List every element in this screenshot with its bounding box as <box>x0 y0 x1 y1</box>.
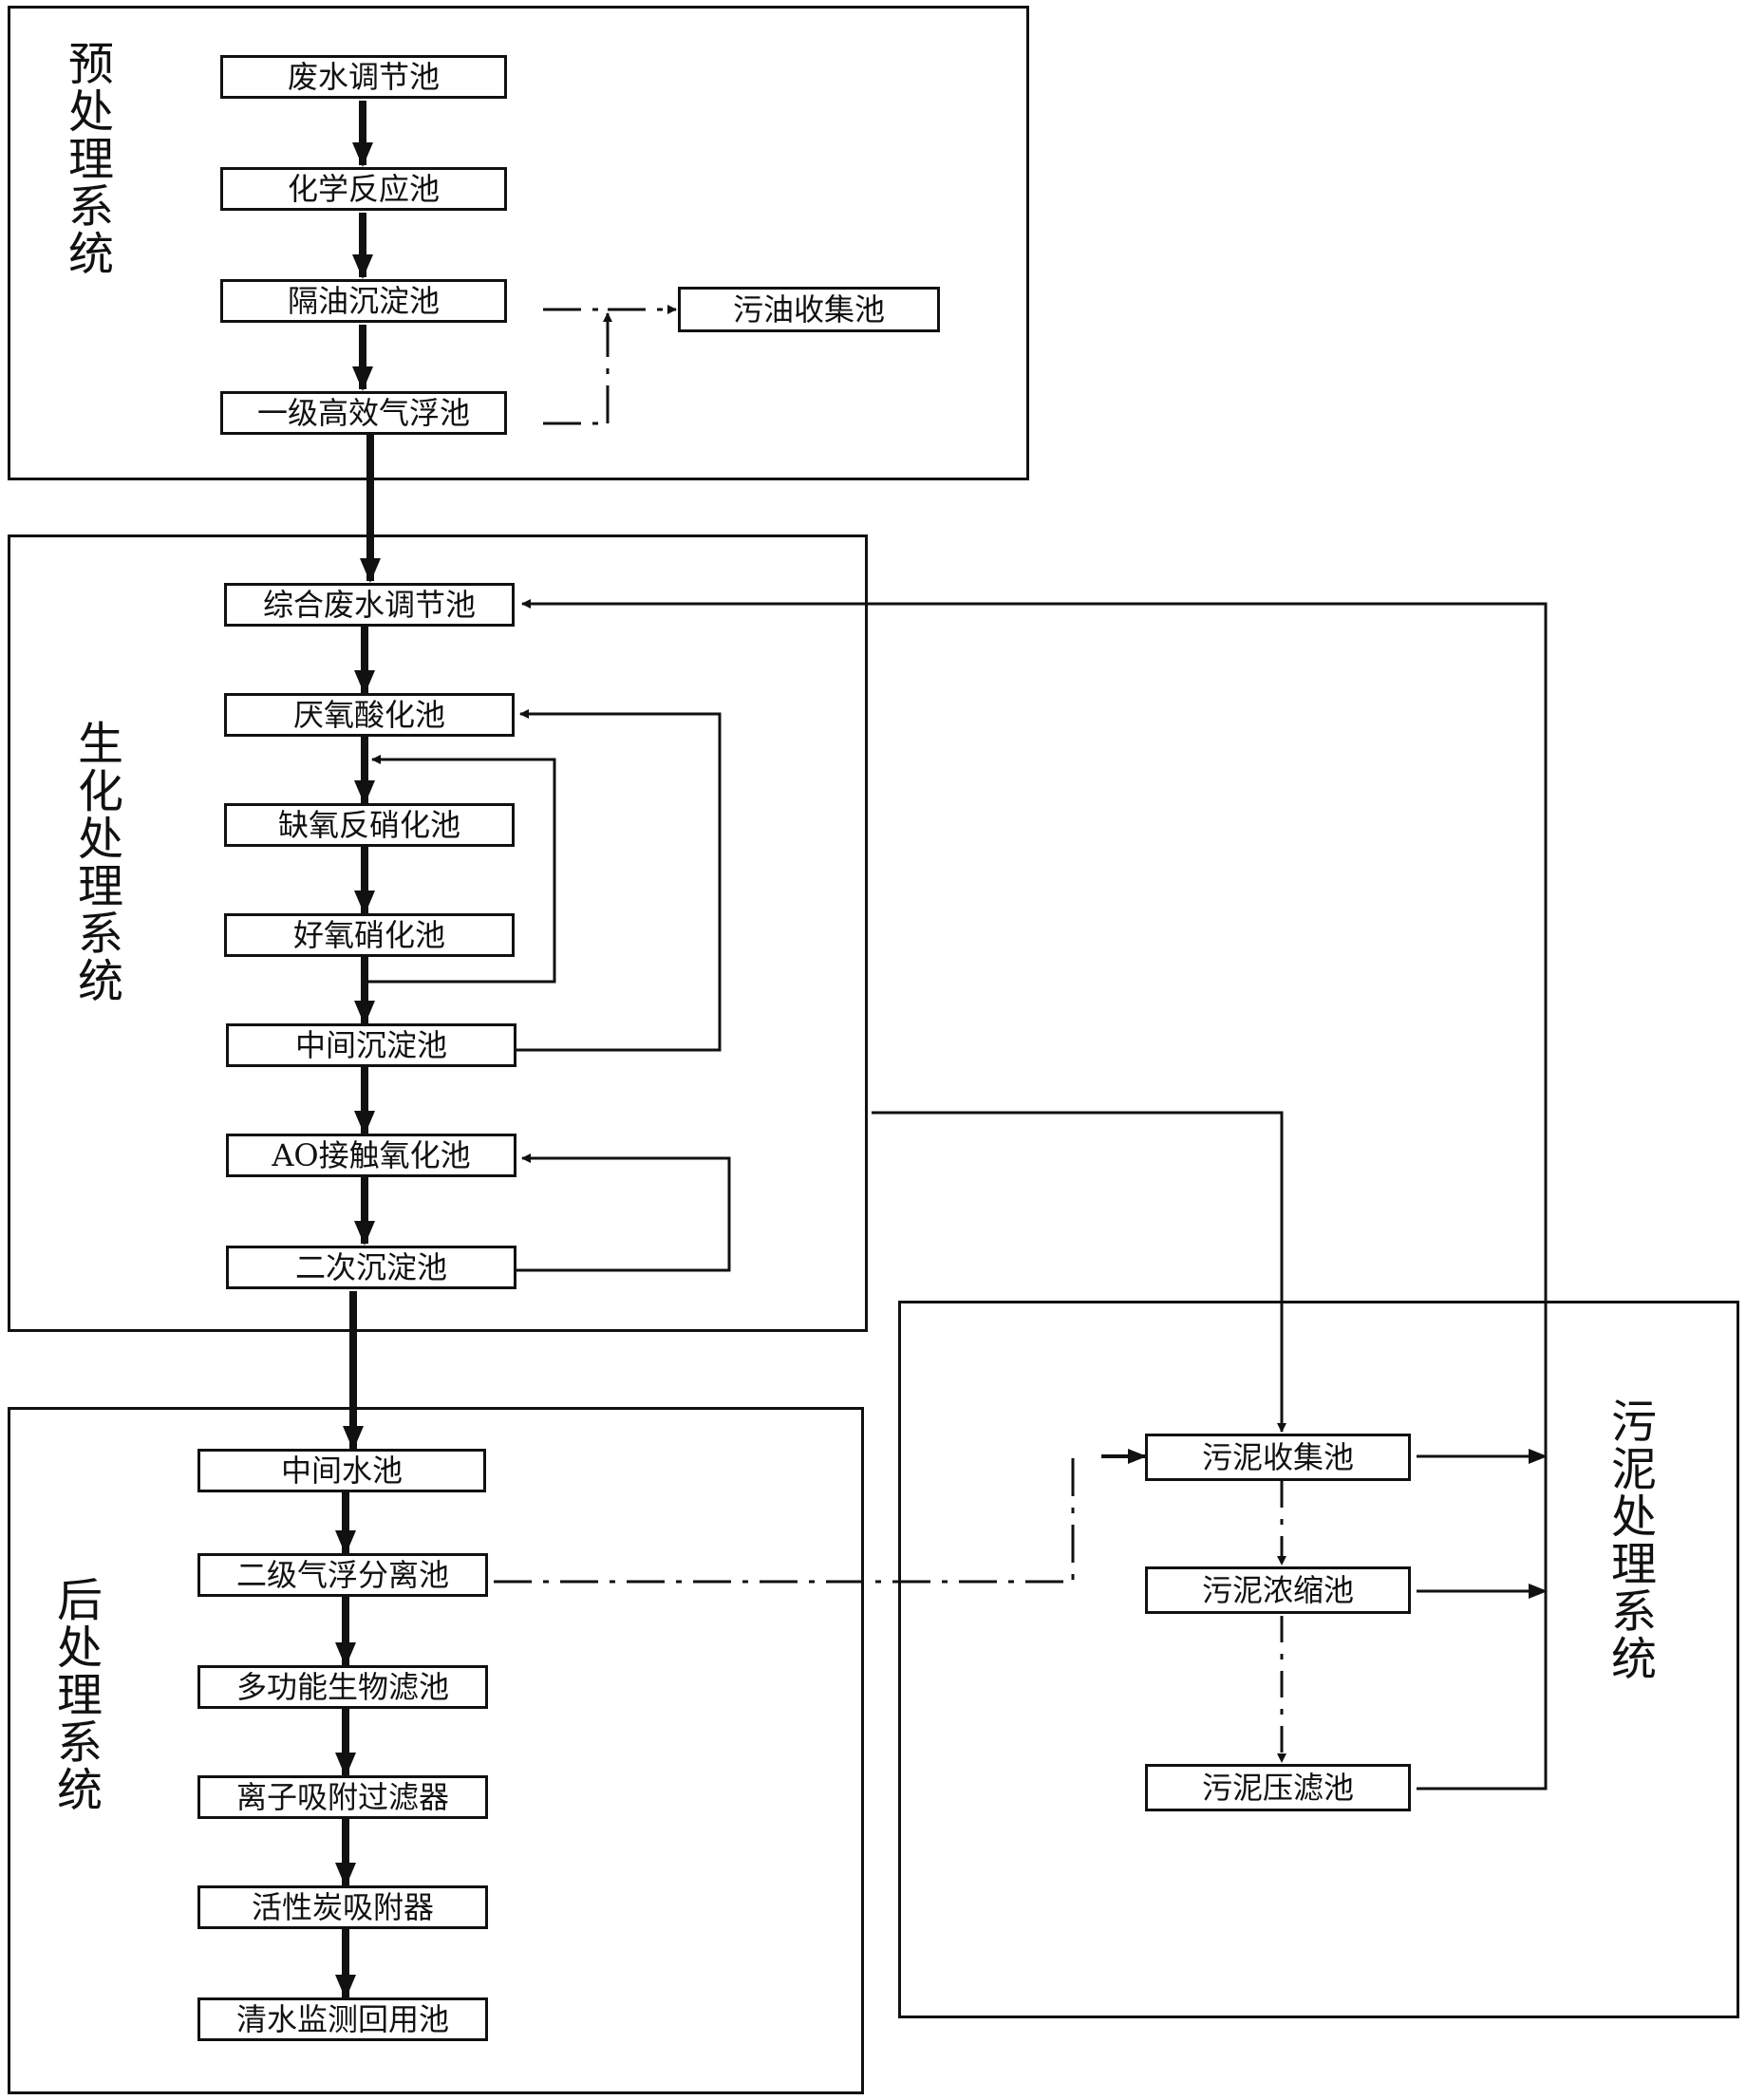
line-bio-to-sludgecol <box>872 1111 1286 1433</box>
node-waste-regulation: 废水调节池 <box>220 55 507 99</box>
node-intermediate-settling: 中间沉淀池 <box>226 1023 516 1067</box>
node-sludge-thickening: 污泥浓缩池 <box>1145 1566 1411 1614</box>
post-treatment-group <box>8 1407 864 2094</box>
loop-secset-to-ao <box>515 1153 731 1272</box>
loop-oxic-to-anox <box>365 755 556 984</box>
node-ion-adsorption: 离子吸附过滤器 <box>197 1775 488 1819</box>
sludge-title: 污泥处理系统 <box>1603 1397 1656 1682</box>
node-anoxic: 缺氧反硝化池 <box>224 803 515 847</box>
biochemical-group <box>8 534 868 1332</box>
node-combined-regulation: 综合废水调节池 <box>224 583 515 627</box>
node-oil-separation: 隔油沉淀池 <box>220 279 507 323</box>
pretreatment-group <box>8 6 1029 480</box>
node-anaerobic: 厌氧酸化池 <box>224 693 515 737</box>
node-intermediate-pool: 中间水池 <box>197 1449 486 1492</box>
node-secondary-flotation: 二级气浮分离池 <box>197 1553 488 1597</box>
node-secondary-settling: 二次沉淀池 <box>226 1246 516 1289</box>
biochemical-title: 生化处理系统 <box>69 720 122 1004</box>
node-chemical-reaction: 化学反应池 <box>220 167 507 211</box>
node-oil-collection: 污油收集池 <box>678 287 940 332</box>
node-sludge-collection: 污泥收集池 <box>1145 1434 1411 1481</box>
node-bio-filter: 多功能生物滤池 <box>197 1665 488 1709</box>
loop-midset-to-anaer <box>515 709 722 1052</box>
pretreatment-title: 预处理系统 <box>60 40 113 277</box>
post-treatment-title: 后处理系统 <box>48 1576 102 1813</box>
node-primary-flotation: 一级高效气浮池 <box>220 391 507 435</box>
node-aerobic: 好氧硝化池 <box>224 913 515 957</box>
node-activated-carbon: 活性炭吸附器 <box>197 1885 488 1929</box>
dash-float2-to-sludge <box>494 1456 1075 1584</box>
node-clean-water-reuse: 清水监测回用池 <box>197 1997 488 2041</box>
sludge-group <box>898 1301 1739 2018</box>
node-sludge-press: 污泥压滤池 <box>1145 1764 1411 1811</box>
node-ao-oxidation: AO接触氧化池 <box>226 1134 516 1177</box>
line-return-to-compreg <box>521 599 1548 1791</box>
